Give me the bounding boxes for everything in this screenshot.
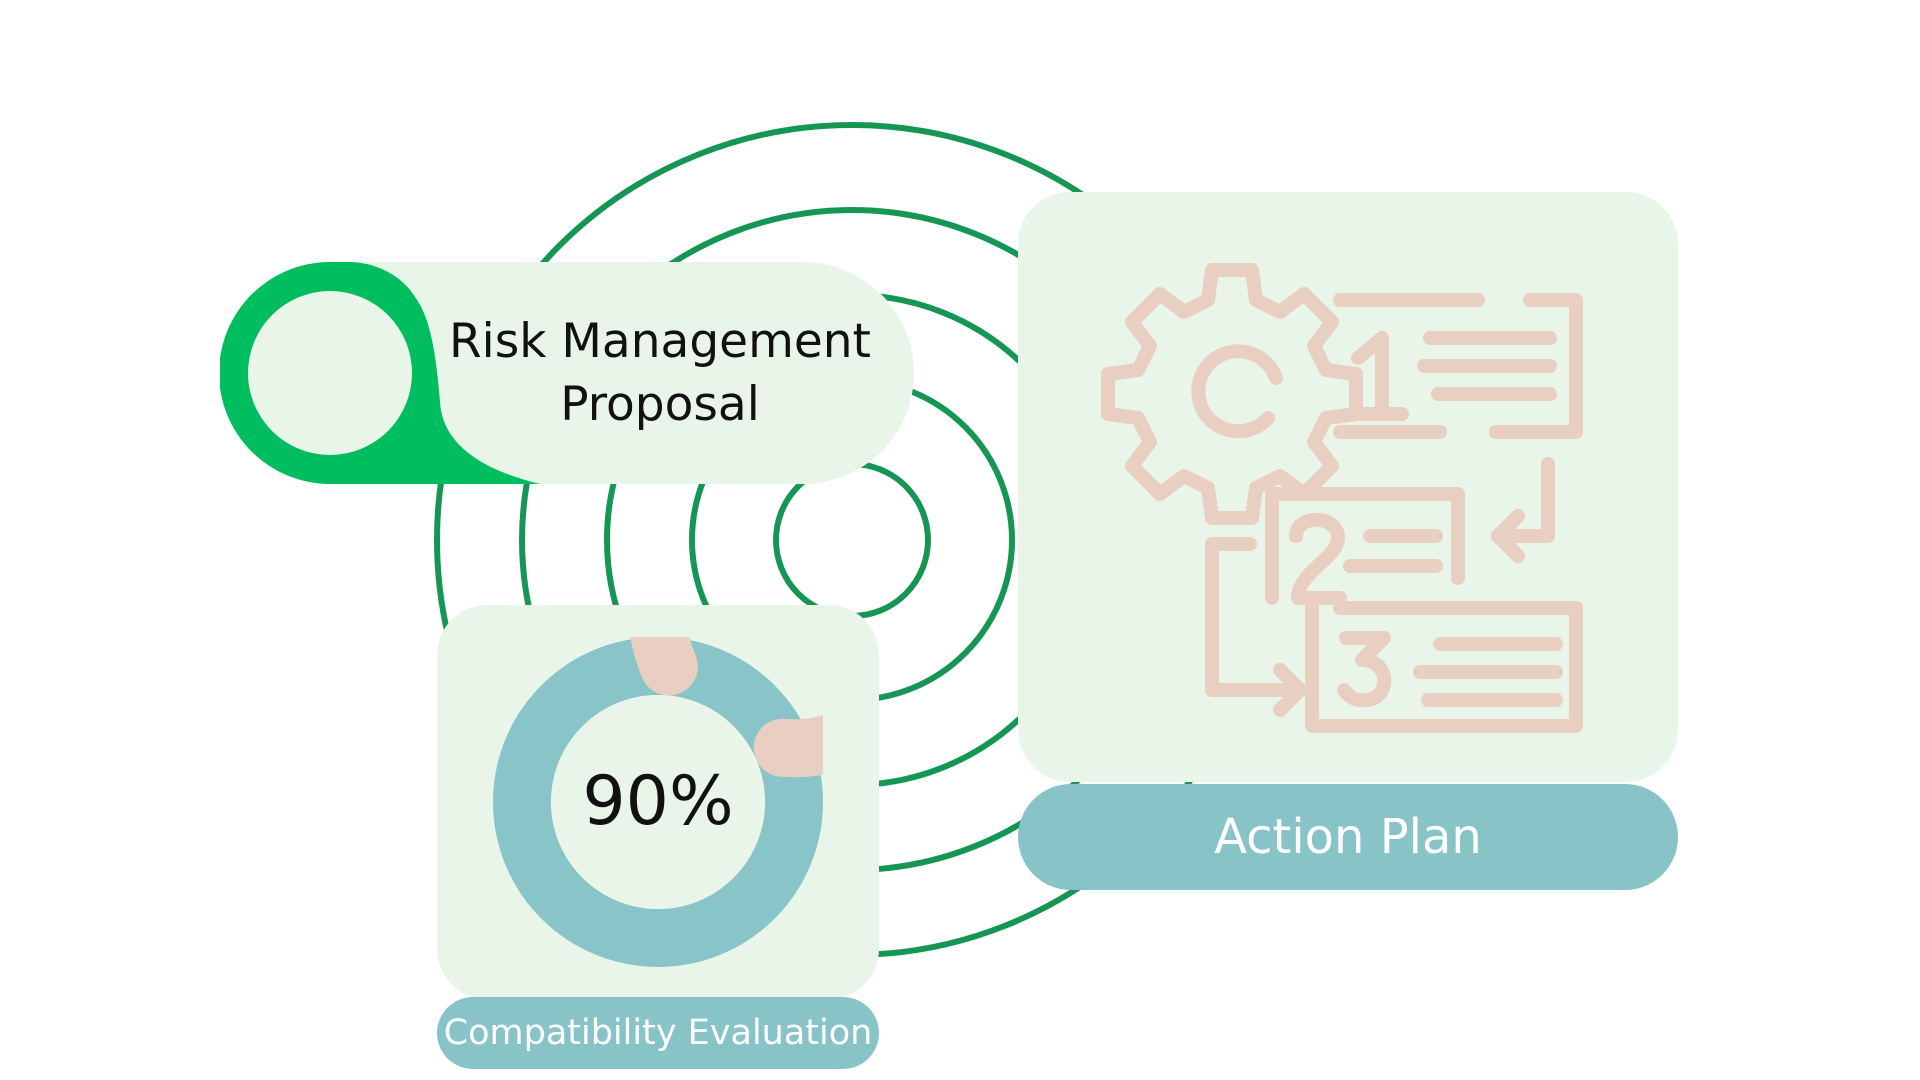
donut-hole (551, 695, 765, 909)
step-1-box (1333, 293, 1583, 439)
compatibility-donut (493, 637, 823, 967)
gear-icon (1101, 263, 1363, 525)
step-3-box (1305, 597, 1583, 733)
risk-proposal-title: Risk Management Proposal (440, 310, 880, 436)
step-2-number (1289, 512, 1347, 605)
step-2-lines (1343, 529, 1443, 573)
step-1-lines (1417, 331, 1557, 401)
step-2-box (1265, 487, 1465, 605)
compatibility-value: 90% (582, 762, 734, 841)
step-3-lines (1413, 637, 1563, 707)
step-3-number (1337, 631, 1392, 708)
side-arrow (1205, 537, 1307, 717)
risk-title-line-2: Proposal (560, 377, 760, 432)
risk-proposal-pill (220, 262, 914, 484)
ring-1 (773, 461, 931, 619)
compatibility-label: Compatibility Evaluation (437, 997, 879, 1069)
return-arrow (1491, 457, 1555, 563)
risk-marker-circle (248, 291, 412, 455)
action-plan-label: Action Plan (1018, 784, 1678, 890)
step-1-number (1351, 331, 1409, 421)
process-flow-gear-icon (1101, 263, 1583, 733)
risk-title-line-1: Risk Management (449, 314, 871, 369)
